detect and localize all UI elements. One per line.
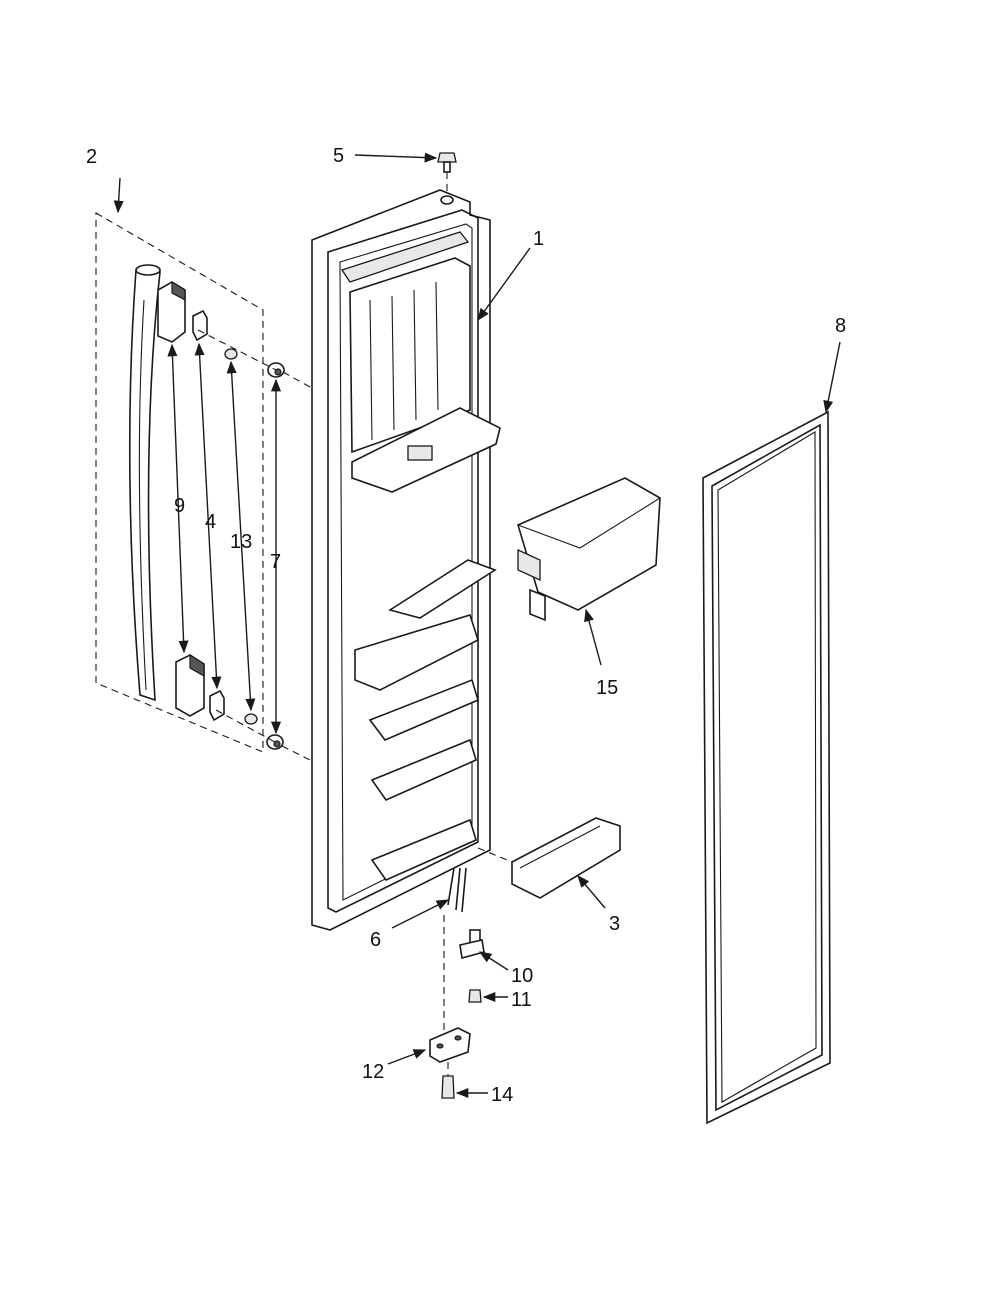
shelf-bin-leader <box>477 847 513 863</box>
bin-mount-clip <box>529 588 546 622</box>
leader-top-to-door <box>282 371 313 389</box>
shelf-rail-1 <box>388 559 497 619</box>
bracket-hole-1 <box>436 1043 444 1049</box>
screw-14 <box>441 1075 455 1099</box>
bin-body <box>517 477 661 611</box>
end-cap-top-shade <box>171 280 186 302</box>
callout-2: 2 <box>86 146 97 168</box>
callout-6: 6 <box>370 929 381 951</box>
arrow-4 <box>194 342 222 690</box>
bracket-hole-2 <box>454 1035 462 1041</box>
leader-15 <box>584 608 602 666</box>
leader-1 <box>477 247 531 322</box>
rib-4 <box>435 281 439 411</box>
leader-bottom-assembly <box>215 709 276 743</box>
callout-10: 10 <box>511 965 533 987</box>
handle-assembly-group <box>95 212 313 761</box>
door-liner-inner <box>327 209 479 913</box>
door-liner-recess <box>339 223 473 901</box>
callout-8: 8 <box>835 315 846 337</box>
callout-7: 7 <box>270 551 281 573</box>
top-hinge-hole <box>440 195 454 205</box>
shelf-bin-body <box>511 817 621 899</box>
bin-side-tab <box>517 548 541 582</box>
door-handle <box>128 269 161 702</box>
leader-6 <box>391 899 450 929</box>
callout-15: 15 <box>596 677 618 699</box>
leader-2 <box>113 177 124 214</box>
screw-11 <box>468 989 482 1003</box>
handle-highlight <box>138 299 147 691</box>
leader-3 <box>577 875 606 909</box>
leader-top-assembly <box>197 329 277 371</box>
door-bin <box>517 477 661 622</box>
top-hinge-screw <box>437 152 457 196</box>
callout-13: 13 <box>230 531 252 553</box>
callout-1: 1 <box>533 228 544 250</box>
arrow-9 <box>167 343 189 654</box>
gasket-inner-1 <box>711 423 823 1112</box>
handle-clip-bottom <box>209 689 225 722</box>
shelf-bin-lip <box>519 825 601 869</box>
callout-14: 14 <box>491 1084 513 1106</box>
callout-11: 11 <box>511 989 532 1011</box>
rib-3 <box>413 289 417 421</box>
leader-8 <box>823 341 841 414</box>
leader-12 <box>387 1049 427 1065</box>
handle-kit-boundary <box>95 212 264 753</box>
shelf-rail-3 <box>368 678 479 741</box>
door-shelf-bin <box>477 817 621 899</box>
upper-bin-frame <box>349 257 471 454</box>
callout-12: 12 <box>362 1061 384 1083</box>
callout-9: 9 <box>174 495 185 517</box>
leader-5 <box>354 152 438 163</box>
shelf-rail-2 <box>354 614 479 691</box>
gasket-inner-2 <box>717 431 817 1103</box>
handle-stud-top-hole <box>274 368 282 376</box>
gasket-outer <box>702 410 831 1125</box>
leader-bottom-to-door <box>281 745 311 761</box>
callout-3: 3 <box>609 913 620 935</box>
arrow-13 <box>226 360 256 712</box>
door-liner <box>311 189 501 931</box>
callout-5: 5 <box>333 145 344 167</box>
rib-2 <box>391 295 395 431</box>
handle-screw-top <box>224 348 238 360</box>
hinge-pin-base <box>459 939 485 960</box>
handle-screw-bottom <box>244 713 258 725</box>
shelf-rail-4 <box>370 738 477 801</box>
handle-clip-top <box>192 309 208 342</box>
callout-leaders <box>113 152 841 1099</box>
handle-top-end <box>135 264 161 276</box>
bottom-hinge-bracket <box>429 1027 471 1063</box>
bottom-hinge-parts <box>429 915 485 1099</box>
handle-stud-bottom-hole <box>273 740 281 748</box>
screw-5-shank <box>443 161 451 173</box>
dispenser-switch <box>407 445 433 461</box>
top-vent-grille <box>340 231 470 283</box>
screw-5-head <box>437 152 457 163</box>
rib-1 <box>369 299 373 441</box>
bin-rim <box>517 497 661 549</box>
door-gasket <box>702 410 831 1125</box>
shelf-rail-5 <box>370 818 477 881</box>
callout-4: 4 <box>205 511 216 533</box>
leader-10 <box>478 951 509 971</box>
callout-labels: 2 5 1 8 9 4 13 7 15 3 6 10 11 12 14 <box>86 145 846 1106</box>
wire-harness <box>447 867 467 913</box>
